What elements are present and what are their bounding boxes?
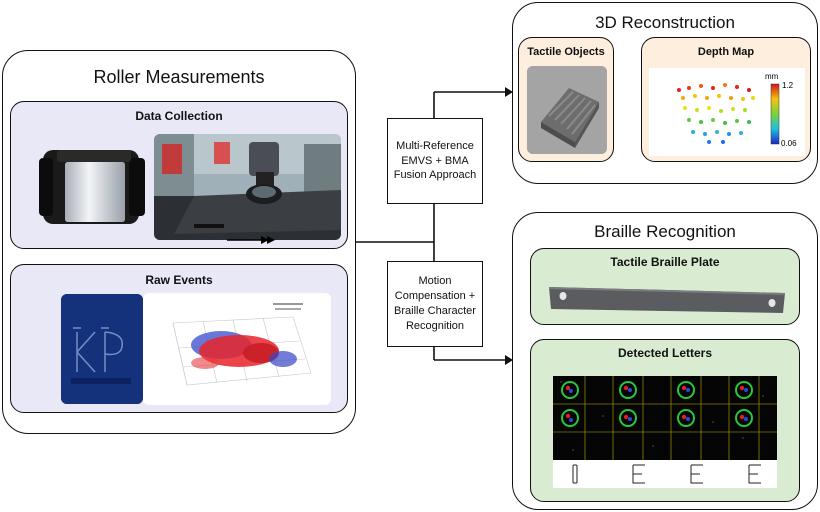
braille-recognition-title: Braille Recognition [594, 222, 736, 241]
depth-map-plot: mm 1.2 0.06 [649, 68, 805, 156]
detected-letters-title: Detected Letters [617, 346, 713, 360]
lab-setup-photo [154, 134, 341, 240]
reconstruction-title: 3D Reconstruction [595, 13, 735, 32]
tactile-objects-panel: Tactile Objects [518, 37, 614, 162]
letter-i-glyph [572, 464, 578, 484]
tactile-objects-title: Tactile Objects [527, 46, 605, 58]
recognition-method-line-2: Compensation + [394, 290, 476, 303]
motion-direction-arrow [227, 236, 275, 244]
event-frame-image [61, 294, 143, 404]
raw-events-panel: Raw Events [10, 264, 348, 413]
depth-map-title: Depth Map [697, 46, 755, 58]
letter-e-glyph [690, 464, 703, 484]
data-collection-title: Data Collection [135, 109, 223, 123]
recognition-method-line-3: Braille Character [394, 305, 476, 317]
recognition-method-box: Motion Compensation + Braille Character … [387, 261, 483, 347]
recognition-method-line-4: Recognition [405, 319, 465, 332]
raw-events-title: Raw Events [145, 273, 213, 287]
fusion-method-line-3: Fusion Approach [393, 169, 477, 182]
detection-grid [553, 376, 777, 460]
recognition-method-line-1: Motion [418, 275, 452, 288]
fusion-method-line-1: Multi-Reference [396, 139, 474, 152]
detected-letters-panel: Detected Letters [530, 339, 800, 502]
braille-plate-title: Tactile Braille Plate [610, 255, 720, 269]
data-collection-panel: Data Collection [10, 101, 348, 249]
event-scatter-plot [143, 293, 331, 405]
depth-map-panel: Depth Map [641, 37, 811, 162]
colorbar-max: 1.2 [782, 81, 794, 90]
colorbar-unit: mm [765, 72, 779, 81]
braille-plate-image [549, 287, 785, 313]
recognized-letters-row [553, 460, 777, 488]
roller-measurements-title: Roller Measurements [93, 67, 265, 87]
braille-plate-panel: Tactile Braille Plate [530, 248, 800, 325]
roller-sensor-image [39, 150, 145, 224]
letter-e-glyph [748, 464, 761, 484]
fusion-method-line-2: EMVS + BMA [401, 154, 469, 167]
fusion-method-box: Multi-Reference EMVS + BMA Fusion Approa… [387, 118, 483, 204]
tactile-object-photo [527, 66, 607, 154]
colorbar-min: 0.06 [781, 139, 797, 148]
letter-e-glyph [632, 464, 645, 484]
